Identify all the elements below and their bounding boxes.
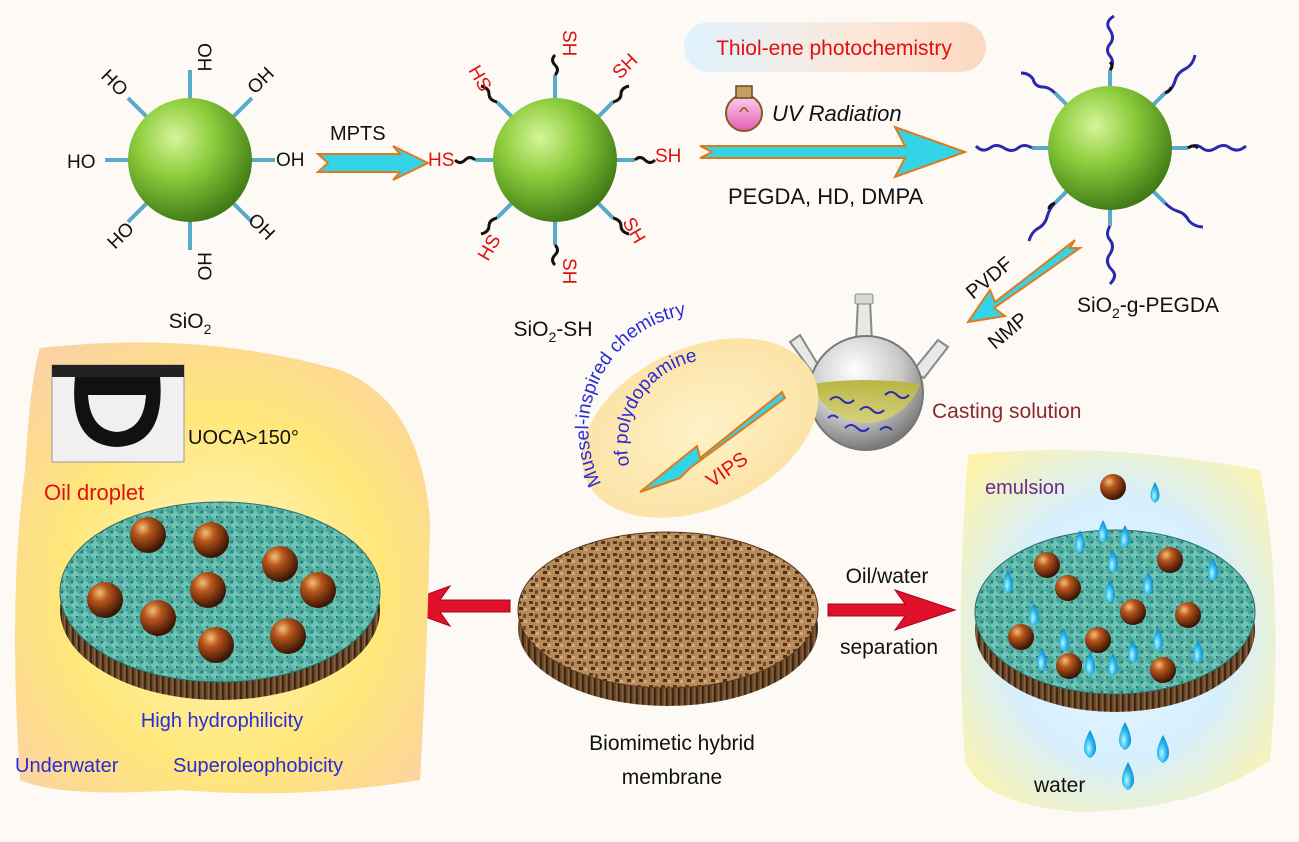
separation-label-line2: separation: [840, 636, 938, 659]
mussel-chemistry-block: Mussel-inspired chemistry of polydopamin…: [572, 299, 819, 518]
uv-reaction-arrow: [699, 125, 968, 179]
polymer-strands: [827, 391, 910, 432]
membrane-surface: [517, 531, 819, 689]
separation-label-line1: Oil/water: [846, 565, 929, 588]
flask-icon: [788, 293, 950, 451]
sio2-g-pegda-label: SiO2-g-PEGDA: [1077, 294, 1219, 321]
sio2-g-pegda-sphere: [1048, 86, 1172, 210]
sh-label-bottom: SH: [558, 258, 579, 284]
emulsion-oil-icon: [1100, 474, 1126, 500]
casting-solution-label: Casting solution: [932, 400, 1081, 423]
thiol-ene-banner: Thiol-ene photochemistry: [684, 22, 986, 72]
sio2-sphere: [128, 98, 252, 222]
mpts-label: MPTS: [330, 123, 386, 145]
sh-label-bottom-right: SH: [618, 214, 649, 247]
sio2-sh-sphere: [493, 98, 617, 222]
emulsion-water-icon: [1150, 482, 1160, 503]
sio2-label: SiO2: [169, 310, 212, 337]
uoca-label: UOCA>150°: [188, 427, 299, 449]
oh-label-top-right: OH: [244, 64, 279, 99]
oh-label-left: HO: [67, 152, 96, 173]
hybrid-membrane: [517, 531, 819, 706]
oh-label-top-left: HO: [96, 66, 131, 101]
separation-water-drops: [1003, 520, 1218, 676]
hs-label-left: HS: [428, 150, 454, 171]
emulsion-label: emulsion: [985, 477, 1065, 499]
thiol-linkers: [453, 53, 657, 267]
contact-angle-image: [51, 364, 185, 463]
pvdf-nmp-arrow: PVDF NMP: [962, 239, 1084, 354]
uv-radiation-label: UV Radiation: [772, 101, 902, 126]
sio2-g-pegda-particle: SiO2-g-PEGDA: [974, 14, 1247, 321]
membrane-label-line2: membrane: [622, 766, 722, 789]
sio2-particle: OH OH OH OH HO HO HO HO SiO2: [67, 43, 305, 337]
oil-droplet-label: Oil droplet: [44, 480, 144, 505]
oh-label-top: OH: [193, 43, 214, 72]
reagents-label: PEGDA, HD, DMPA: [728, 184, 924, 209]
thiol-ene-label: Thiol-ene photochemistry: [716, 37, 952, 60]
sh-label-top: SH: [558, 30, 579, 56]
hs-label-bottom-left: HS: [474, 231, 505, 264]
sio2-sh-label: SiO2-SH: [514, 318, 593, 345]
oh-label-right: OH: [276, 150, 305, 171]
high-hydrophilicity-label: High hydrophilicity: [141, 710, 303, 732]
right-red-arrow: [827, 589, 957, 631]
hs-label-top-left: HS: [464, 62, 495, 95]
separation-oil-droplets: [1008, 547, 1201, 683]
vips-arrow: [639, 390, 787, 493]
left-panel: UOCA>150° Oil droplet High hydrophilicit…: [15, 342, 430, 794]
water-label: water: [1033, 774, 1085, 797]
permeate-water-drops: [1084, 722, 1169, 790]
mpts-arrow: MPTS: [315, 123, 431, 181]
oil-droplets: [87, 517, 336, 663]
oh-label-bottom: HO: [193, 252, 214, 281]
oh-label-bottom-left: HO: [104, 219, 139, 254]
sh-label-right: SH: [655, 146, 681, 167]
membrane-label-line1: Biomimetic hybrid: [589, 732, 755, 755]
sh-label-top-right: SH: [609, 50, 643, 84]
oh-label-bottom-right: OH: [243, 210, 278, 245]
pegda-chains: [974, 14, 1247, 286]
sio2-sh-particle: SH SH SH SH SH HS HS HS SiO2-SH: [428, 30, 681, 345]
right-panel: emulsion: [960, 450, 1276, 812]
underwater-label: Underwater: [15, 755, 119, 777]
uv-bulb-icon: [725, 85, 763, 132]
superoleophobicity-label: Superoleophobicity: [173, 755, 343, 777]
